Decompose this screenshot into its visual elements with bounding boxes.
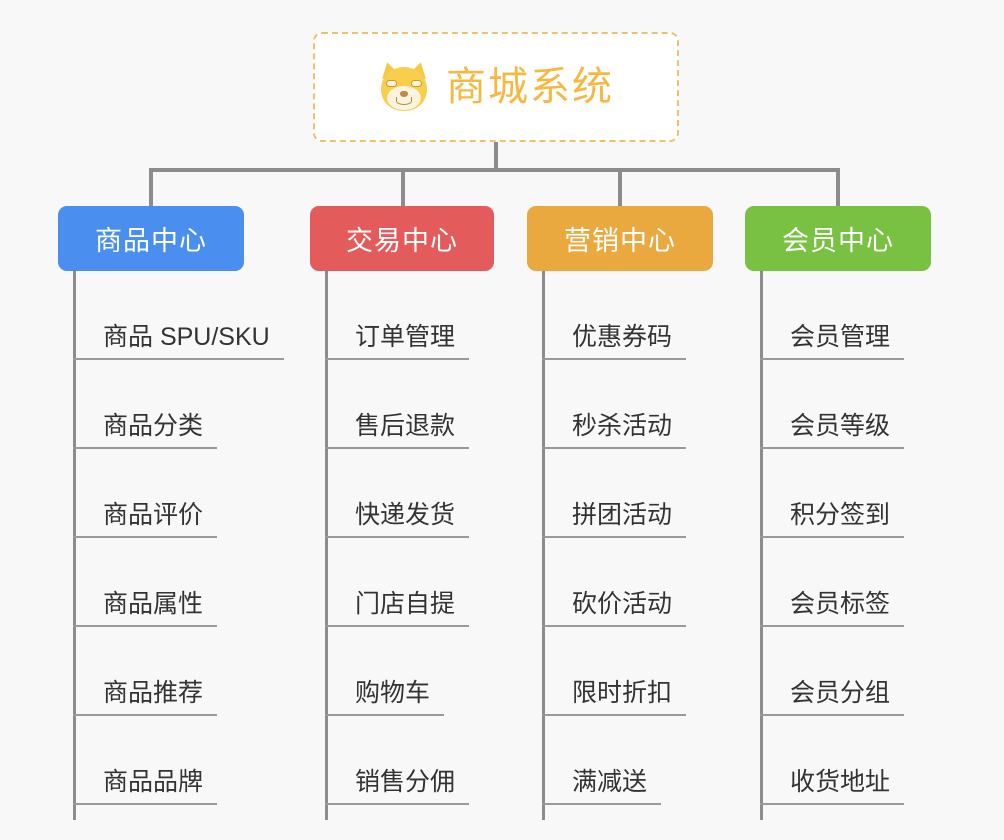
leaf-item[interactable]: 会员等级 [745, 360, 931, 449]
leaf-label: 销售分佣 [355, 767, 456, 796]
leaf-item[interactable]: 拼团活动 [527, 449, 713, 538]
branch-member-center: 会员中心 会员管理 会员等级 积分签到 会员标签 会员分组 收货地址 [745, 206, 931, 820]
leaf-label: 满减送 [572, 767, 648, 796]
leaf-label: 会员标签 [790, 589, 891, 618]
leaf-label: 门店自提 [355, 589, 456, 618]
branch-spine [73, 271, 76, 820]
leaf-label: 商品品牌 [103, 767, 204, 796]
root-title: 商城系统 [446, 65, 614, 109]
connector-drop-2 [618, 168, 622, 208]
branch-label: 营销中心 [564, 226, 676, 256]
branch-spine [325, 271, 328, 820]
leaf-item[interactable]: 积分签到 [745, 449, 931, 538]
leaf-item[interactable]: 订单管理 [310, 271, 494, 360]
leaf-label: 限时折扣 [572, 678, 673, 707]
branch-product-center: 商品中心 商品 SPU/SKU 商品分类 商品评价 商品属性 商品推荐 商品品牌 [58, 206, 284, 820]
connector-bus [150, 168, 840, 172]
leaf-label: 售后退款 [355, 411, 456, 440]
leaf-label: 秒杀活动 [572, 411, 673, 440]
leaf-item[interactable]: 商品 SPU/SKU [58, 271, 284, 360]
root-node[interactable]: 商城系统 [313, 32, 679, 142]
leaf-label: 快递发货 [355, 500, 456, 529]
leaf-item[interactable]: 售后退款 [310, 360, 494, 449]
leaf-label: 优惠券码 [572, 322, 673, 351]
leaf-item[interactable]: 优惠券码 [527, 271, 713, 360]
branch-spine [760, 271, 763, 820]
connector-root-stem [494, 142, 498, 172]
leaf-label: 会员管理 [790, 322, 891, 351]
leaf-item[interactable]: 砍价活动 [527, 538, 713, 627]
shiba-inu-icon [378, 60, 430, 113]
branch-header-member-center[interactable]: 会员中心 [745, 206, 931, 271]
branch-header-marketing-center[interactable]: 营销中心 [527, 206, 713, 271]
leaf-item[interactable]: 商品品牌 [58, 716, 244, 805]
leaf-label: 收货地址 [790, 767, 891, 796]
leaf-item[interactable]: 商品推荐 [58, 627, 244, 716]
leaf-item[interactable]: 快递发货 [310, 449, 494, 538]
leaf-item[interactable]: 会员分组 [745, 627, 931, 716]
leaf-label: 商品分类 [103, 411, 204, 440]
branch-header-product-center[interactable]: 商品中心 [58, 206, 244, 271]
leaf-item[interactable]: 销售分佣 [310, 716, 494, 805]
leaf-item[interactable]: 会员标签 [745, 538, 931, 627]
branch-label: 会员中心 [782, 226, 894, 256]
leaf-label: 砍价活动 [572, 589, 673, 618]
branch-marketing-center: 营销中心 优惠券码 秒杀活动 拼团活动 砍价活动 限时折扣 满减送 [527, 206, 713, 820]
leaf-label: 积分签到 [790, 500, 891, 529]
leaf-label: 拼团活动 [572, 500, 673, 529]
branch-body-trade-center: 订单管理 售后退款 快递发货 门店自提 购物车 销售分佣 [310, 271, 494, 820]
connector-drop-3 [836, 168, 840, 208]
leaf-item[interactable]: 收货地址 [745, 716, 931, 805]
leaf-label: 购物车 [355, 678, 431, 707]
leaf-item[interactable]: 商品属性 [58, 538, 244, 627]
leaf-label: 商品推荐 [103, 678, 204, 707]
branch-trade-center: 交易中心 订单管理 售后退款 快递发货 门店自提 购物车 销售分佣 [310, 206, 494, 820]
leaf-label: 会员分组 [790, 678, 891, 707]
branch-label: 交易中心 [346, 226, 458, 256]
connector-drop-1 [401, 168, 405, 208]
branch-label: 商品中心 [95, 226, 207, 256]
leaf-label: 商品属性 [103, 589, 204, 618]
leaf-item[interactable]: 满减送 [527, 716, 713, 805]
leaf-label: 订单管理 [355, 322, 456, 351]
leaf-label: 商品评价 [103, 500, 204, 529]
leaf-item[interactable]: 商品评价 [58, 449, 244, 538]
branch-spine [542, 271, 545, 820]
branch-body-member-center: 会员管理 会员等级 积分签到 会员标签 会员分组 收货地址 [745, 271, 931, 820]
leaf-item[interactable]: 会员管理 [745, 271, 931, 360]
leaf-label: 商品 SPU/SKU [103, 322, 270, 351]
leaf-item[interactable]: 门店自提 [310, 538, 494, 627]
leaf-item[interactable]: 限时折扣 [527, 627, 713, 716]
connector-drop-0 [149, 168, 153, 208]
branch-body-marketing-center: 优惠券码 秒杀活动 拼团活动 砍价活动 限时折扣 满减送 [527, 271, 713, 820]
leaf-item[interactable]: 购物车 [310, 627, 494, 716]
leaf-label: 会员等级 [790, 411, 891, 440]
branch-body-product-center: 商品 SPU/SKU 商品分类 商品评价 商品属性 商品推荐 商品品牌 [58, 271, 284, 820]
leaf-item[interactable]: 秒杀活动 [527, 360, 713, 449]
branch-header-trade-center[interactable]: 交易中心 [310, 206, 494, 271]
leaf-item[interactable]: 商品分类 [58, 360, 244, 449]
